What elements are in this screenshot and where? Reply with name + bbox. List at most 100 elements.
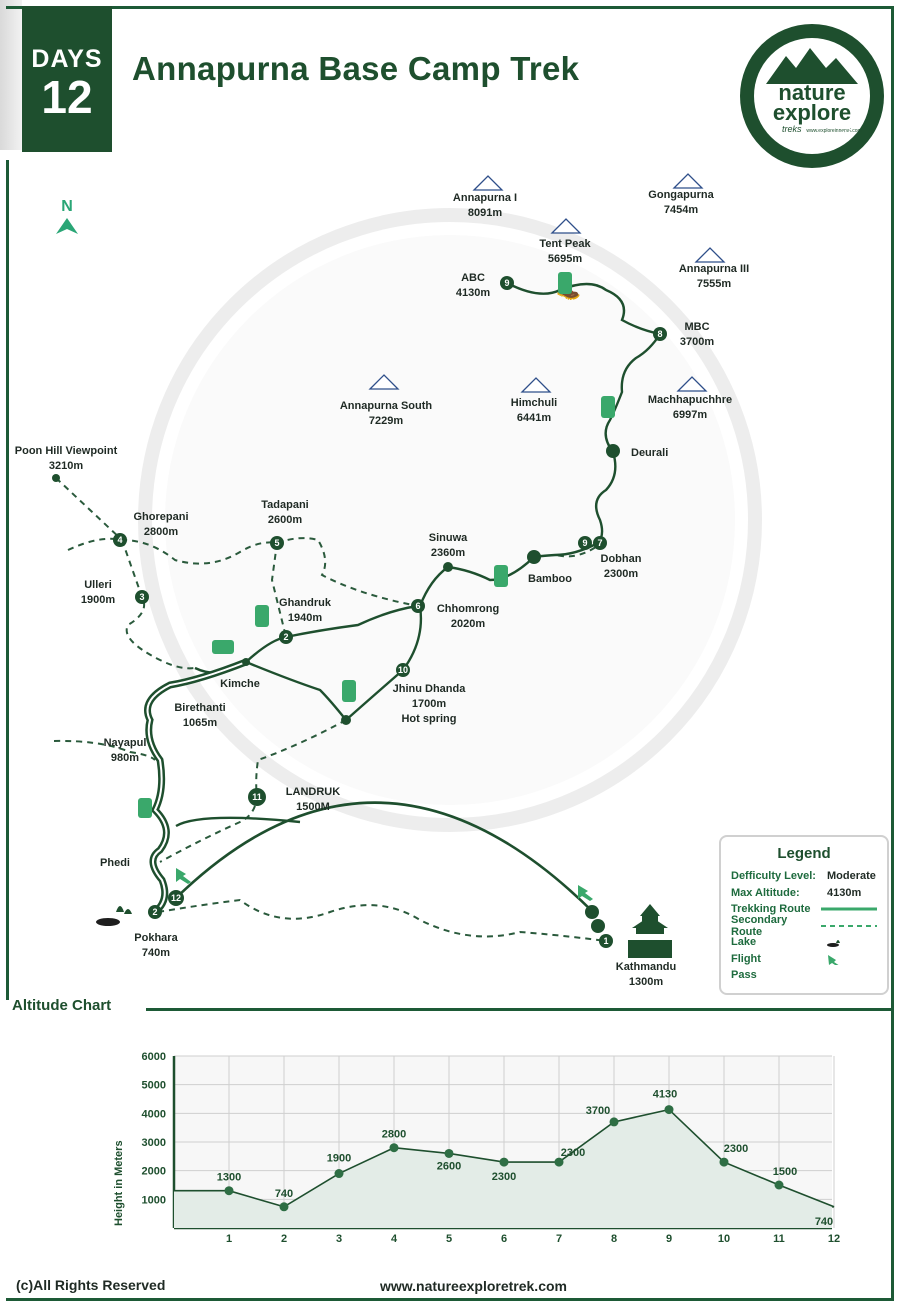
place-kimche: Kimche xyxy=(220,678,260,690)
chart-x-tick-label: 6 xyxy=(501,1233,507,1245)
chart-series-line xyxy=(174,1108,835,1208)
legend-difficulty: Defficulty Level:Moderate xyxy=(731,870,876,883)
chart-data-label: 2300 xyxy=(724,1143,748,1155)
flight-icon xyxy=(828,954,839,965)
chart-point xyxy=(774,1180,784,1190)
chart-data-label: 740 xyxy=(815,1216,833,1228)
day-marker-3: 3 xyxy=(139,592,144,602)
chart-point xyxy=(279,1202,289,1212)
days-label: DAYS xyxy=(31,45,103,73)
legend-trekking-route: Trekking Route xyxy=(731,901,877,918)
chart-y-tick-label: 3000 xyxy=(142,1137,166,1149)
chart-y-axis-label: Height in Meters xyxy=(113,1140,125,1226)
page-title: Annapurna Base Camp Trek xyxy=(132,50,580,87)
chart-data-label: 4130 xyxy=(653,1089,677,1101)
chart-y-tick-label: 6000 xyxy=(142,1051,166,1063)
chart-y-tick-label: 4000 xyxy=(142,1108,166,1120)
altitude-chart-title: Altitude Chart xyxy=(12,997,112,1014)
altitude-chart-rule xyxy=(146,1008,894,1011)
chart-data-label: 3700 xyxy=(586,1105,610,1117)
legend-panel: Legend Defficulty Level:Moderate Max Alt… xyxy=(719,835,889,995)
chart-x-tick-label: 7 xyxy=(556,1233,562,1245)
copyright: (c)All Rights Reserved xyxy=(16,1277,166,1293)
legend-lake: Lake xyxy=(731,934,877,951)
chart-y-tick-label: 1000 xyxy=(142,1194,166,1206)
place-bamboo: Bamboo xyxy=(528,573,572,585)
place-phedi: Phedi xyxy=(100,857,130,869)
chart-x-tick-label: 8 xyxy=(611,1233,617,1245)
day-marker-10: 10 xyxy=(398,665,408,675)
day-marker-1: 1 xyxy=(603,936,608,946)
chart-area-fill xyxy=(174,1109,834,1228)
days-value: 12 xyxy=(41,71,93,123)
chart-data-label: 1500 xyxy=(773,1166,797,1178)
lake-icon xyxy=(827,940,840,948)
north-indicator: N xyxy=(52,198,82,241)
footer-website-link[interactable]: www.natureexploretrek.com xyxy=(380,1278,567,1294)
chart-x-tick-label: 12 xyxy=(828,1233,840,1245)
chart-x-tick-label: 4 xyxy=(391,1233,398,1245)
chart-data-label: 1300 xyxy=(217,1172,241,1184)
chart-y-tick-label: 2000 xyxy=(142,1166,166,1178)
chart-point xyxy=(609,1117,619,1127)
chart-x-tick-label: 1 xyxy=(226,1233,232,1245)
chart-point xyxy=(224,1186,234,1196)
chart-point xyxy=(554,1157,564,1167)
chart-data-label: 2300 xyxy=(492,1171,516,1183)
day-marker-12: 12 xyxy=(171,893,181,903)
chart-x-tick-label: 3 xyxy=(336,1233,342,1245)
chart-point xyxy=(664,1105,674,1115)
bottom-rule xyxy=(6,1298,894,1301)
nature-explore-logo: nature explore treks www.exploreinnepal.… xyxy=(740,24,884,168)
chart-data-label: 2300 xyxy=(561,1147,585,1159)
legend-secondary-route: Secondary Route xyxy=(731,914,877,938)
page-curl-decoration xyxy=(0,0,22,150)
chart-data-label: 2600 xyxy=(437,1160,461,1172)
day-marker-8: 8 xyxy=(657,329,662,339)
north-arrow-icon xyxy=(56,218,78,234)
chart-data-label: 740 xyxy=(275,1188,293,1200)
day-marker-5: 5 xyxy=(274,538,279,548)
route-map: 🥾 1 2 2 3 4 5 xyxy=(52,173,762,958)
legend-pass: Pass xyxy=(731,969,757,982)
page-frame xyxy=(6,6,894,1300)
chart-x-tick-label: 11 xyxy=(773,1233,785,1245)
secondary-route-swatch-icon xyxy=(820,924,877,927)
day-marker-2: 2 xyxy=(283,632,288,642)
chart-x-tick-label: 10 xyxy=(718,1233,730,1245)
chart-data-label: 1900 xyxy=(327,1153,351,1165)
days-badge: DAYS 12 xyxy=(22,6,112,152)
chart-x-tick-label: 5 xyxy=(446,1233,452,1245)
frame-left-line xyxy=(6,160,9,1000)
logo-inner-url: www.exploreinnepal.com xyxy=(806,128,861,134)
day-marker-9: 9 xyxy=(504,278,509,288)
place-deurali: Deurali xyxy=(631,447,669,459)
chart-x-tick-label: 9 xyxy=(666,1233,672,1245)
day-marker-9b: 9 xyxy=(582,538,587,548)
day-marker-11: 11 xyxy=(252,792,262,802)
chart-x-tick-label: 2 xyxy=(281,1233,287,1245)
logo-text-2: explore xyxy=(773,100,851,125)
legend-title: Legend xyxy=(777,845,831,862)
trekking-route-swatch-icon xyxy=(820,907,877,911)
north-label: N xyxy=(61,198,73,215)
